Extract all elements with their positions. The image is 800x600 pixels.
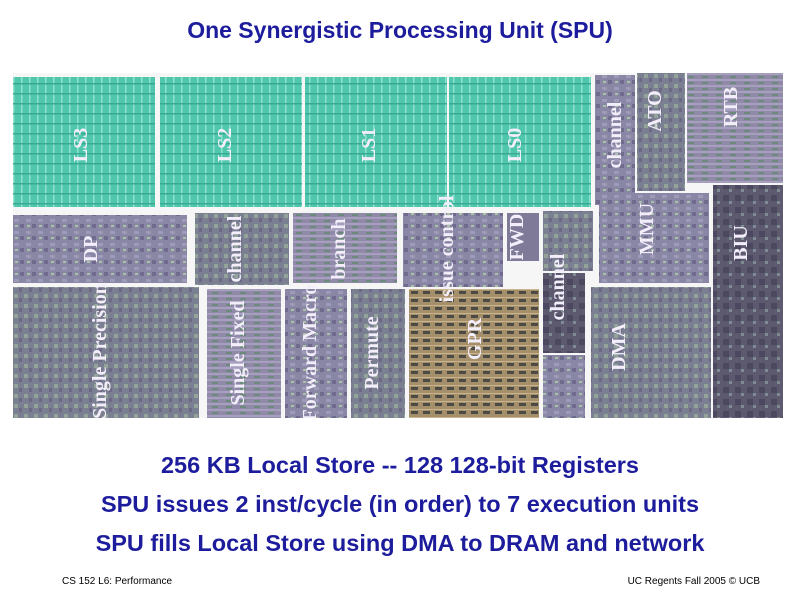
- footer-copyright: UC Regents Fall 2005 © UCB: [627, 576, 760, 587]
- spu-die-photo: LS3 LS2 LS1 LS0 channel ATO RTB DP chann…: [13, 73, 783, 418]
- label-forward-macro: Forward Macro: [299, 285, 321, 418]
- label-single-fixed: Single Fixed: [227, 300, 249, 405]
- label-dp: DP: [80, 236, 102, 263]
- slide-title: One Synergistic Processing Unit (SPU): [187, 17, 613, 43]
- label-dma: DMA: [608, 323, 630, 371]
- label-issue-control: issue control: [436, 195, 458, 302]
- label-channel-top: channel: [604, 101, 626, 168]
- label-ls3: LS3: [70, 128, 92, 162]
- label-biu: BIU: [730, 225, 752, 261]
- caption-block: 256 KB Local Store -- 128 128-bit Regist…: [0, 446, 800, 563]
- label-single-precision: Single Precision: [89, 283, 111, 418]
- caption-line-1: 256 KB Local Store -- 128 128-bit Regist…: [160, 452, 639, 478]
- label-gpr: GPR: [464, 317, 486, 360]
- label-branch: branch: [328, 218, 350, 279]
- caption-line-2: SPU issues 2 inst/cycle (in order) to 7 …: [100, 491, 700, 517]
- label-mmu: MMU: [636, 203, 658, 255]
- footer-course: CS 152 L6: Performance: [62, 576, 173, 587]
- label-ls0: LS0: [504, 128, 526, 162]
- label-atc: ATO: [644, 90, 666, 132]
- label-channel-mid: channel: [224, 215, 246, 282]
- label-fwd: FWD: [506, 214, 528, 261]
- caption-line-3: SPU fills Local Store using DMA to DRAM …: [95, 530, 705, 556]
- label-channel-low: channel: [547, 253, 569, 320]
- label-ls2: LS2: [214, 128, 236, 162]
- label-rtb: RTB: [720, 87, 742, 127]
- label-ls1: LS1: [358, 128, 380, 162]
- label-permute: Permute: [361, 316, 383, 389]
